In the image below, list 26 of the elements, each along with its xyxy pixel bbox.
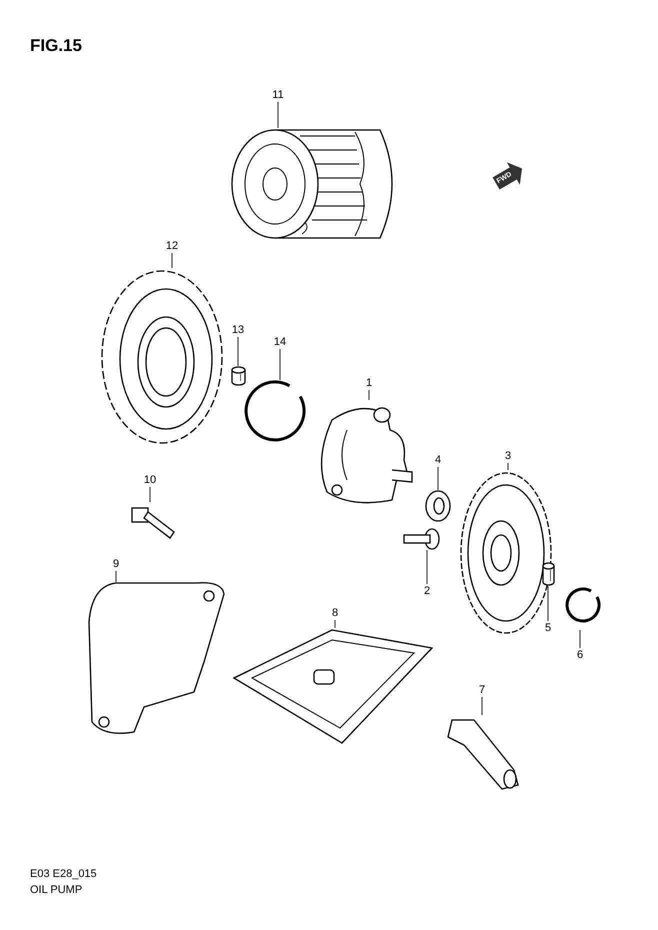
callout-number: 11 [272,89,284,101]
pin-drawing [231,366,246,386]
pin-drawing [542,562,555,586]
callout-number: 12 [166,240,178,252]
callout-number: 10 [144,474,156,486]
callout-number: 14 [274,336,286,348]
drawing-code: E03 E28_015 [30,868,97,880]
leader-line [368,390,370,400]
callout-number: 3 [504,450,512,462]
callout-number: 13 [232,324,244,336]
callout-number: 5 [544,622,552,634]
figure-title: FIG.15 [30,36,82,56]
callout-number: 4 [434,454,442,466]
callout-number: 8 [332,607,338,619]
callout-number: 1 [366,377,372,389]
screw-drawing [402,528,440,550]
leader-line [426,550,428,584]
washer-drawing [425,490,451,522]
circlip-drawing [244,380,306,442]
leader-line [334,620,336,628]
oil-strainer-drawing [232,628,436,746]
callout-number: 7 [478,684,486,696]
callout-number: 9 [112,558,120,570]
callout-number: 6 [576,649,584,661]
callout-number: 2 [424,585,430,597]
figure-caption: OIL PUMP [30,884,82,896]
